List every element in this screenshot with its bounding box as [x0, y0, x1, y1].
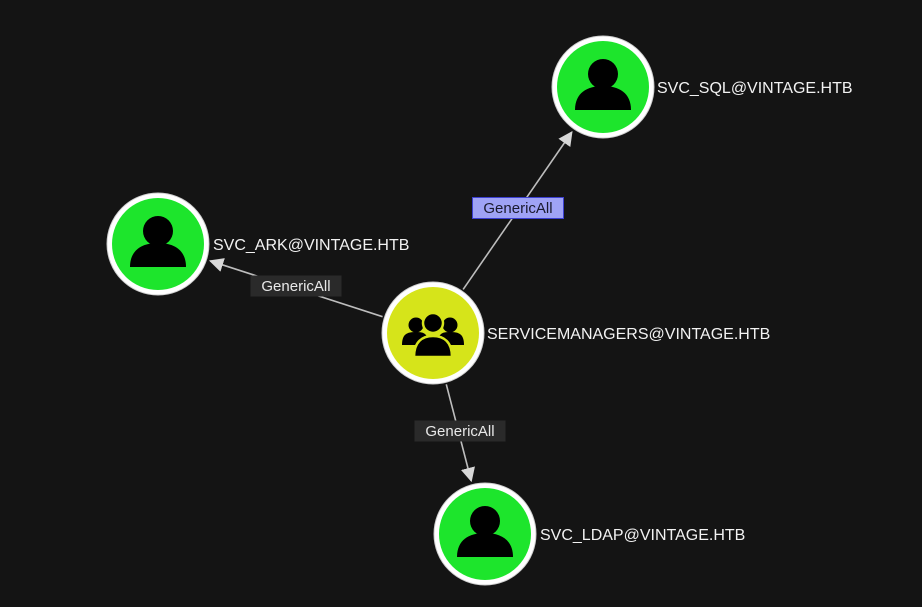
edge-label-background	[250, 275, 342, 297]
edge-label[interactable]: GenericAll	[250, 275, 342, 297]
node-servicemanagers[interactable]: SERVICEMANAGERS@VINTAGE.HTB	[381, 281, 770, 385]
edge-svc_ark[interactable]: GenericAll	[208, 258, 383, 318]
nodes-layer: SERVICEMANAGERS@VINTAGE.HTB SVC_SQL@VINTA…	[106, 35, 853, 586]
edge-svc_sql[interactable]: GenericAll	[462, 131, 573, 290]
node-svc_sql[interactable]: SVC_SQL@VINTAGE.HTB	[551, 35, 853, 139]
node-label: SVC_LDAP@VINTAGE.HTB	[540, 527, 745, 544]
node-label: SVC_ARK@VINTAGE.HTB	[213, 237, 409, 254]
edge-svc_ldap[interactable]: GenericAll	[414, 384, 506, 483]
edge-label-text: GenericAll	[261, 278, 330, 295]
node-svc_ldap[interactable]: SVC_LDAP@VINTAGE.HTB	[433, 482, 745, 586]
node-label: SERVICEMANAGERS@VINTAGE.HTB	[487, 326, 770, 343]
edge-label-background	[472, 197, 564, 219]
edge-label-background	[414, 420, 506, 442]
node-svc_ark[interactable]: SVC_ARK@VINTAGE.HTB	[106, 192, 409, 296]
edge-label[interactable]: GenericAll	[472, 197, 564, 219]
edge-label-text: GenericAll	[483, 200, 552, 217]
edge-label-text: GenericAll	[425, 423, 494, 440]
node-label: SVC_SQL@VINTAGE.HTB	[657, 80, 853, 97]
edge-label[interactable]: GenericAll	[414, 420, 506, 442]
